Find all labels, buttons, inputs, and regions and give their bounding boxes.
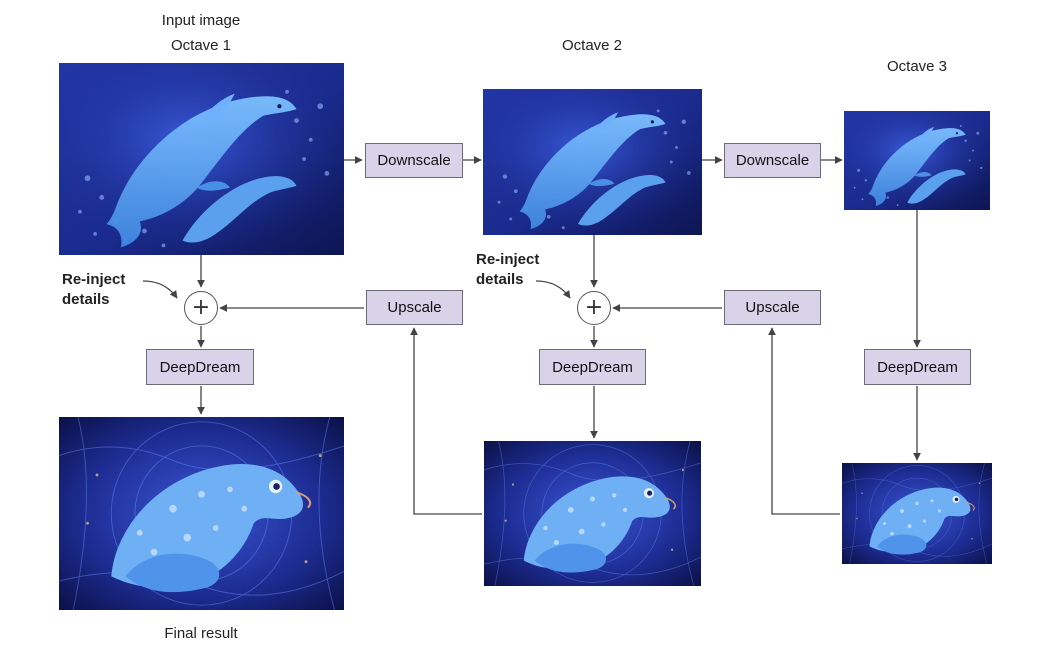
reinject-note-line: Re-inject: [62, 271, 126, 288]
deepdream-box-1: DeepDream: [146, 349, 254, 385]
dolphins-image: [59, 63, 344, 255]
dolphins-image: [483, 89, 702, 235]
dream-creature-image: [484, 441, 701, 586]
dream-result-octave-2: [484, 441, 701, 586]
dolphins-image: [844, 111, 990, 210]
dream-result-octave-3: [842, 463, 992, 564]
arrow-result-2-to-upscale-1: [410, 327, 482, 515]
octave-2-label: Octave 2: [561, 37, 623, 54]
plus-combine-2: +: [577, 291, 611, 325]
reinject-note-line: details: [476, 271, 524, 288]
downscale-box-1: Downscale: [365, 143, 463, 178]
deepdream-box-3: DeepDream: [864, 349, 971, 385]
octave-3-label: Octave 3: [886, 58, 948, 75]
arrow-reinject-2: [535, 280, 571, 299]
upscale-box-1: Upscale: [366, 290, 463, 325]
reinject-details-note-1: Re-inject details: [62, 270, 125, 310]
reinject-details-note-2: Re-inject details: [476, 250, 539, 290]
plus-combine-1: +: [184, 291, 218, 325]
deepdream-box-2: DeepDream: [539, 349, 646, 385]
arrow-result-3-to-upscale-2: [768, 327, 840, 515]
reinject-note-line: details: [62, 291, 110, 308]
dream-creature-image: [842, 463, 992, 564]
input-image-octave-1: [59, 63, 344, 255]
final-result-label: Final result: [164, 625, 238, 642]
reinject-note-line: Re-inject: [476, 251, 540, 268]
upscale-box-2: Upscale: [724, 290, 821, 325]
image-octave-3: [844, 111, 990, 210]
arrow-reinject-1: [142, 280, 178, 299]
dream-creature-image: [59, 417, 344, 610]
final-result-image: [59, 417, 344, 610]
downscale-box-2: Downscale: [724, 143, 821, 178]
input-image-label: Input image: [161, 12, 241, 29]
octave-1-label: Octave 1: [170, 37, 232, 54]
image-octave-2: [483, 89, 702, 235]
